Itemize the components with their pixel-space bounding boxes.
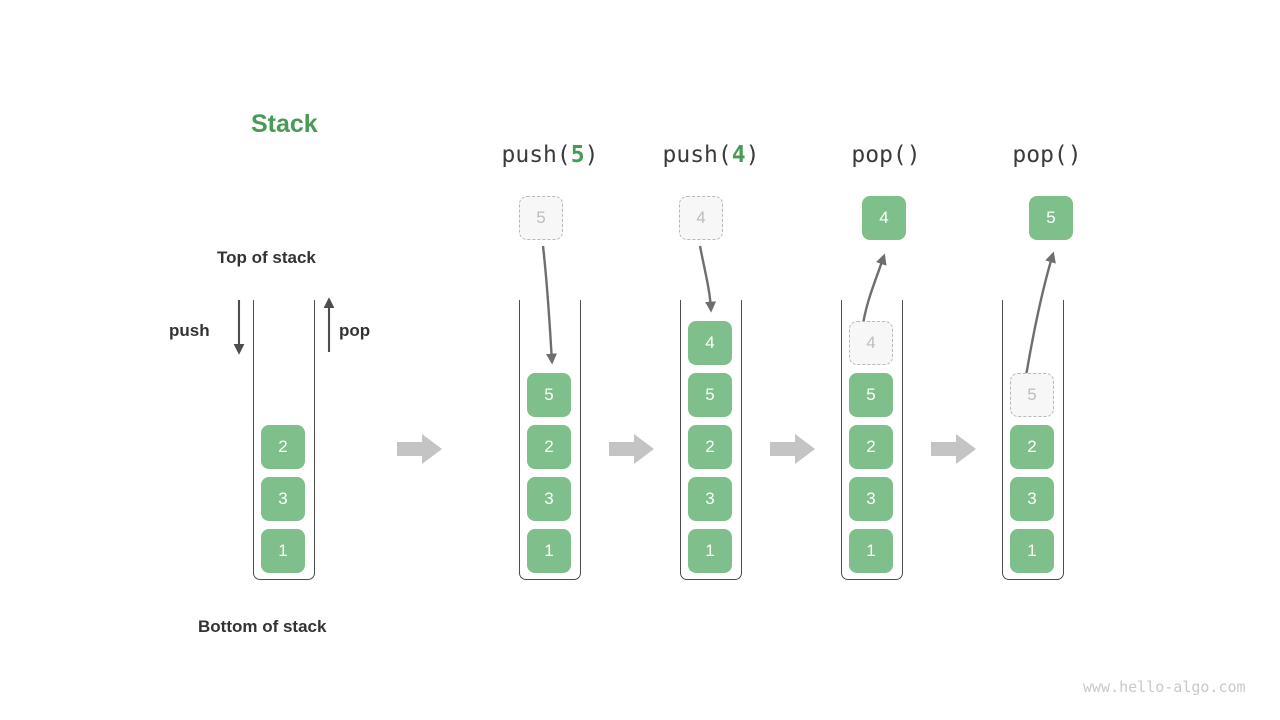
stack-cell: 3 — [849, 477, 893, 521]
stack-container-pop-2 — [1002, 300, 1064, 580]
stack-cell: 5 — [688, 373, 732, 417]
page-title: Stack — [251, 110, 318, 138]
stack-cell: 3 — [1010, 477, 1054, 521]
stack-cell: 2 — [527, 425, 571, 469]
stack-cell: 1 — [688, 529, 732, 573]
op-arg: 4 — [731, 142, 746, 168]
push-label: push — [169, 321, 210, 340]
op-name: push( — [501, 142, 571, 168]
stack-cell: 5 — [527, 373, 571, 417]
stack-cell: 3 — [527, 477, 571, 521]
flow-arrow — [397, 434, 442, 464]
stack-container-pop-1 — [841, 300, 903, 580]
stack-cell: 2 — [849, 425, 893, 469]
flow-arrow — [609, 434, 654, 464]
op-name: push( — [662, 142, 732, 168]
stage-header-pop-1: pop() — [806, 142, 966, 168]
floating-ghost-cell: 4 — [679, 196, 723, 240]
pop-label: pop — [339, 321, 371, 340]
stack-cell: 1 — [1010, 529, 1054, 573]
stack-cell: 2 — [261, 425, 305, 469]
stack-cell: 1 — [261, 529, 305, 573]
watermark: www.hello-algo.com — [1083, 678, 1246, 696]
stack-cell: 2 — [688, 425, 732, 469]
stage-header-pop-2: pop() — [967, 142, 1127, 168]
op-name: pop( — [851, 142, 907, 168]
op-name: pop( — [1012, 142, 1068, 168]
floating-ghost-cell: 5 — [519, 196, 563, 240]
stack-container-initial — [253, 300, 315, 580]
stack-cell: 4 — [688, 321, 732, 365]
flow-arrow — [931, 434, 976, 464]
op-close: ) — [584, 142, 599, 168]
op-close: ) — [1067, 142, 1082, 168]
stack-cell: 5 — [849, 373, 893, 417]
stage-header-push-4: push(4) — [631, 142, 791, 168]
stack-ghost-cell: 4 — [849, 321, 893, 365]
flow-arrow — [770, 434, 815, 464]
op-arg: 5 — [570, 142, 585, 168]
popped-cell: 4 — [862, 196, 906, 240]
top-of-stack-label: Top of stack — [217, 248, 316, 267]
stack-cell: 3 — [688, 477, 732, 521]
stack-cell: 2 — [1010, 425, 1054, 469]
stack-container-push-5 — [519, 300, 581, 580]
bottom-of-stack-label: Bottom of stack — [198, 617, 327, 636]
op-close: ) — [906, 142, 921, 168]
stack-ghost-cell: 5 — [1010, 373, 1054, 417]
stack-cell: 1 — [527, 529, 571, 573]
stack-cell: 1 — [849, 529, 893, 573]
stack-container-push-4 — [680, 300, 742, 580]
stage-header-push-5: push(5) — [470, 142, 630, 168]
stack-cell: 3 — [261, 477, 305, 521]
popped-cell: 5 — [1029, 196, 1073, 240]
op-close: ) — [745, 142, 760, 168]
